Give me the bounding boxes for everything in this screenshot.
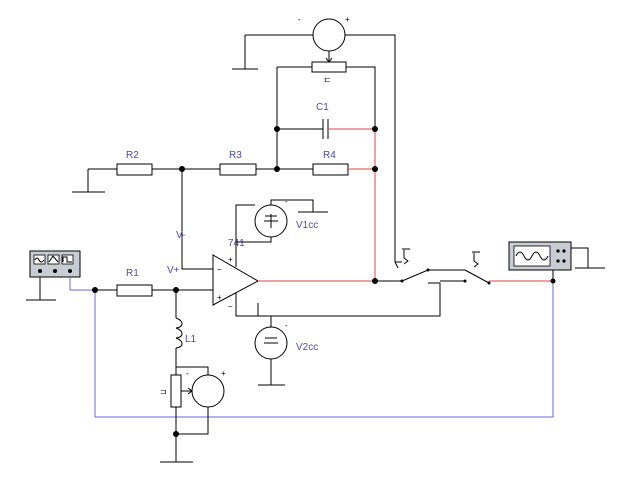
resistor-r1[interactable] bbox=[116, 284, 153, 297]
top-potentiometer[interactable]: ⊏ bbox=[311, 51, 347, 84]
voltage-source-v2cc[interactable] bbox=[254, 326, 288, 360]
r1-label: R1 bbox=[126, 268, 139, 279]
r4-label: R4 bbox=[323, 150, 336, 161]
svg-text:−: − bbox=[217, 265, 222, 274]
opamp-label: 741 bbox=[228, 238, 245, 249]
lower-potentiometer[interactable]: ⊐ bbox=[160, 374, 193, 408]
function-generator[interactable] bbox=[29, 250, 81, 278]
svg-text:⊏: ⊏ bbox=[324, 75, 331, 84]
svg-text:-: - bbox=[298, 15, 301, 24]
capacitor-c1[interactable] bbox=[322, 119, 329, 139]
svg-text:+: + bbox=[345, 15, 350, 24]
resistor-r2[interactable] bbox=[116, 163, 153, 176]
svg-text:-: - bbox=[285, 197, 288, 206]
svg-text:⊐: ⊐ bbox=[160, 387, 167, 396]
resistor-r4[interactable] bbox=[312, 163, 349, 176]
c1-label: C1 bbox=[316, 102, 329, 113]
l1-label: L1 bbox=[185, 334, 197, 345]
svg-text:-: - bbox=[186, 369, 189, 378]
junction-dots bbox=[92, 126, 556, 437]
oscilloscope[interactable] bbox=[508, 241, 572, 271]
svg-text:−: − bbox=[228, 302, 233, 311]
svg-text:-: - bbox=[285, 321, 288, 330]
switch-2[interactable] bbox=[440, 251, 491, 285]
resistor-r3[interactable] bbox=[219, 163, 257, 176]
switch-1[interactable] bbox=[375, 248, 465, 283]
voltage-source-v1cc[interactable] bbox=[254, 204, 288, 238]
top-ac-source[interactable]: - + bbox=[298, 15, 350, 52]
v2cc-label: V2cc bbox=[296, 342, 318, 353]
svg-text:+: + bbox=[228, 255, 233, 264]
inductor-l1[interactable] bbox=[175, 317, 183, 349]
r3-label: R3 bbox=[229, 150, 242, 161]
lower-ac-source[interactable]: - + bbox=[186, 369, 226, 408]
v1cc-label: V1cc bbox=[296, 220, 318, 231]
r2-label: R2 bbox=[126, 150, 139, 161]
v-minus-label: V- bbox=[176, 230, 185, 241]
svg-text:+: + bbox=[217, 293, 222, 302]
svg-text:+: + bbox=[221, 369, 226, 378]
v-plus-label: V+ bbox=[167, 265, 180, 276]
